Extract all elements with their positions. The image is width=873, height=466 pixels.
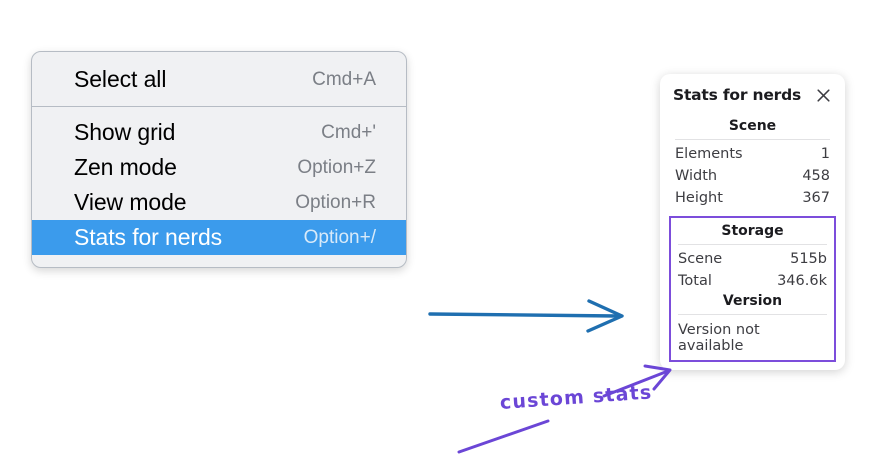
purple-underline-stroke bbox=[457, 419, 550, 454]
section-divider bbox=[678, 314, 827, 315]
menu-item-stats-for-nerds[interactable]: Stats for nerds Option+/ bbox=[32, 220, 406, 255]
menu-item-shortcut: Option+R bbox=[295, 192, 376, 213]
version-text: Version not available bbox=[678, 322, 760, 354]
menu-item-select-all[interactable]: Select all Cmd+A bbox=[32, 62, 406, 97]
stat-key: Width bbox=[675, 168, 718, 184]
menu-item-label: Zen mode bbox=[74, 154, 177, 180]
menu-group-2: Show grid Cmd+' Zen mode Option+Z View m… bbox=[32, 107, 406, 255]
stat-key: Height bbox=[675, 190, 723, 206]
handwritten-note: custom stats bbox=[499, 381, 654, 414]
context-menu: Select all Cmd+A Show grid Cmd+' Zen mod… bbox=[31, 51, 407, 268]
stat-value: 1 bbox=[820, 146, 830, 162]
menu-item-label: View mode bbox=[74, 189, 187, 215]
panel-title: Stats for nerds bbox=[673, 86, 802, 104]
menu-item-shortcut: Option+Z bbox=[297, 157, 376, 178]
stat-row-elements: Elements 1 bbox=[673, 143, 832, 165]
stat-value: 367 bbox=[802, 190, 830, 206]
menu-item-label: Select all bbox=[74, 66, 167, 92]
menu-item-view-mode[interactable]: View mode Option+R bbox=[32, 185, 406, 220]
custom-stats-highlight-box: Storage Scene 515b Total 346.6k Version … bbox=[669, 216, 836, 362]
menu-item-shortcut: Option+/ bbox=[303, 227, 376, 248]
blue-arrow-icon bbox=[428, 299, 624, 333]
stat-row-storage-total: Total 346.6k bbox=[676, 270, 829, 292]
stat-value: 458 bbox=[802, 168, 830, 184]
menu-item-label: Stats for nerds bbox=[74, 224, 223, 250]
menu-item-show-grid[interactable]: Show grid Cmd+' bbox=[32, 115, 406, 150]
menu-item-zen-mode[interactable]: Zen mode Option+Z bbox=[32, 150, 406, 185]
close-icon[interactable] bbox=[815, 87, 832, 104]
menu-item-shortcut: Cmd+A bbox=[312, 69, 376, 90]
stat-value: 346.6k bbox=[777, 273, 827, 289]
stat-row-height: Height 367 bbox=[673, 187, 832, 209]
menu-separator bbox=[32, 106, 406, 107]
stat-key: Elements bbox=[675, 146, 743, 162]
stat-key: Scene bbox=[678, 251, 723, 267]
panel-header: Stats for nerds bbox=[673, 86, 832, 104]
menu-group-1: Select all Cmd+A bbox=[32, 52, 406, 106]
section-divider bbox=[678, 244, 827, 245]
menu-item-shortcut: Cmd+' bbox=[321, 122, 376, 143]
stats-for-nerds-panel: Stats for nerds Scene Elements 1 Width 4… bbox=[660, 74, 845, 370]
scene-section-heading: Scene bbox=[728, 118, 777, 134]
menu-item-label: Show grid bbox=[74, 119, 176, 145]
purple-arrow-icon bbox=[602, 364, 672, 398]
storage-section-heading: Storage bbox=[721, 223, 784, 239]
version-section-heading: Version bbox=[722, 293, 783, 309]
stat-value: 515b bbox=[790, 251, 827, 267]
stat-row-storage-scene: Scene 515b bbox=[676, 248, 829, 270]
stat-key: Total bbox=[678, 273, 712, 289]
stat-row-width: Width 458 bbox=[673, 165, 832, 187]
section-divider bbox=[675, 139, 830, 140]
